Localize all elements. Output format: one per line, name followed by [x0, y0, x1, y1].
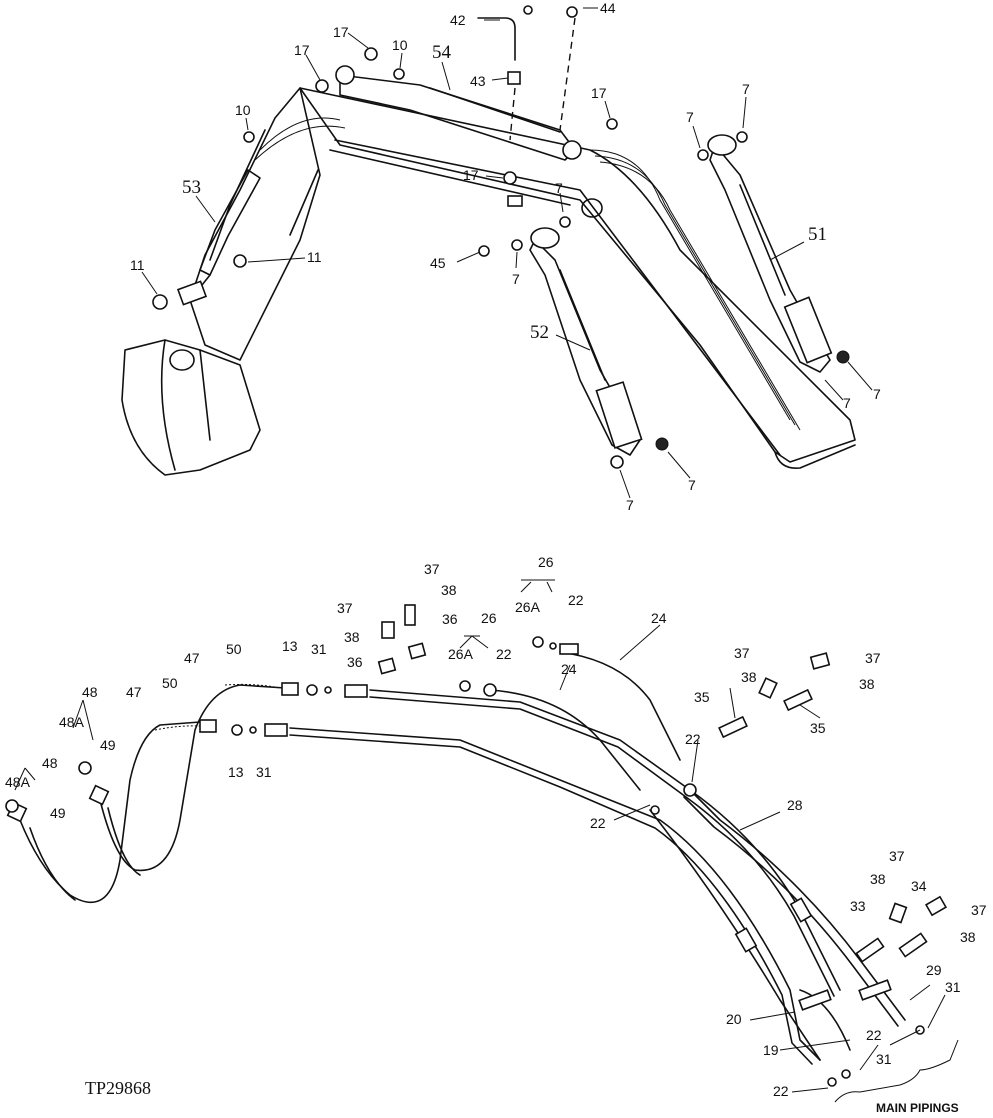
callout-l31b: 31 [256, 764, 272, 780]
callout-l50b: 50 [162, 675, 178, 691]
callout-u10b: 10 [235, 102, 251, 118]
callout-l50a: 50 [226, 641, 242, 657]
callout-l24b: 24 [561, 661, 577, 677]
callout-l48a: 48 [82, 684, 98, 700]
callout-l37e: 37 [889, 848, 905, 864]
callout-l35b: 35 [810, 720, 826, 736]
callout-l48Ab: 48A [5, 774, 31, 790]
bucket [121, 339, 261, 476]
callout-l47b: 47 [126, 684, 142, 700]
callout-l26a: 26 [538, 554, 554, 570]
left-hose-loops [5, 682, 299, 904]
callout-l36a: 36 [442, 611, 458, 627]
boom-cylinder-left [529, 227, 643, 456]
callout-u10a: 10 [392, 37, 408, 53]
callout-l48b: 48 [42, 755, 58, 771]
callout-u7a: 7 [742, 81, 750, 97]
callout-l31c: 31 [945, 979, 961, 995]
callout-l22e: 22 [866, 1027, 882, 1043]
callout-l38a: 38 [441, 582, 457, 598]
callout-l37f: 37 [971, 902, 987, 918]
callout-l13a: 13 [282, 638, 298, 654]
callout-l47a: 47 [184, 650, 200, 666]
callout-l28: 28 [787, 797, 803, 813]
callout-u7f: 7 [843, 395, 851, 411]
callout-labels: 17 10 54 17 42 44 43 17 7 7 10 53 17 7 51 11 11 45 7 52 7 7 7 7… [5, 0, 987, 1115]
callout-u44: 44 [600, 0, 616, 16]
callout-u17d: 17 [463, 167, 479, 183]
callout-l36b: 36 [347, 654, 363, 670]
callout-u17c: 17 [591, 85, 607, 101]
callout-l38f: 38 [960, 929, 976, 945]
callout-u42: 42 [450, 12, 466, 28]
callout-l37c: 37 [734, 645, 750, 661]
callout-u11b: 11 [307, 249, 322, 265]
callout-l26Ab: 26A [448, 646, 474, 662]
callout-u7e: 7 [873, 386, 881, 402]
callout-l37a: 37 [424, 561, 440, 577]
callout-u7c: 7 [555, 180, 563, 196]
callout-l49b: 49 [50, 805, 66, 821]
callout-u43: 43 [470, 73, 486, 89]
callout-u7b: 7 [686, 109, 694, 125]
callout-u11a: 11 [130, 257, 145, 273]
callout-l31d: 31 [876, 1051, 892, 1067]
callout-l48Aa: 48A [59, 714, 85, 730]
callout-u53: 53 [182, 177, 201, 198]
callout-l33: 33 [850, 898, 866, 914]
boom-assembly [299, 87, 856, 469]
arm-cylinder [335, 65, 582, 161]
callout-u52: 52 [530, 322, 549, 343]
callout-l31a: 31 [311, 641, 327, 657]
boom-hoses [254, 117, 801, 431]
callout-l22a: 22 [568, 592, 584, 608]
lower-fittings [231, 604, 948, 1087]
callout-u45: 45 [430, 255, 446, 271]
lower-leaders [14, 579, 959, 1103]
callout-l34: 34 [911, 878, 927, 894]
callout-u7d: 7 [512, 271, 520, 287]
callout-l26Aa: 26A [515, 599, 541, 615]
callout-l20: 20 [726, 1011, 742, 1027]
callout-l13b: 13 [228, 764, 244, 780]
callout-l35a: 35 [694, 689, 710, 705]
fitting-42-44 [477, 5, 578, 141]
callout-l26b: 26 [481, 610, 497, 626]
callout-l22b: 22 [496, 646, 512, 662]
figure-id: TP29868 [85, 1078, 151, 1098]
callout-u17b: 17 [294, 42, 310, 58]
callout-l49a: 49 [100, 737, 116, 753]
callout-u54: 54 [432, 42, 452, 63]
callout-u51: 51 [808, 224, 827, 245]
callout-l38d: 38 [859, 676, 875, 692]
callout-l22c: 22 [685, 731, 701, 747]
upper-small-parts [152, 47, 850, 469]
callout-l29: 29 [926, 962, 942, 978]
callout-l19: 19 [763, 1042, 779, 1058]
callout-l37b: 37 [337, 600, 353, 616]
callout-l24a: 24 [651, 610, 667, 626]
boom-cylinder-right [707, 134, 833, 373]
callout-l22f: 22 [773, 1083, 789, 1099]
callout-u7g: 7 [688, 477, 696, 493]
main-pipings-caption: MAIN PIPINGS [876, 1101, 959, 1115]
callout-u17a: 17 [333, 24, 349, 40]
callout-l22d: 22 [590, 815, 606, 831]
bucket-cylinder [176, 169, 261, 306]
callout-l38b: 38 [344, 629, 360, 645]
upper-leaders [141, 7, 873, 499]
callout-l37d: 37 [865, 650, 881, 666]
callout-l38c: 38 [741, 669, 757, 685]
arm-assembly [189, 87, 321, 361]
callout-u7h: 7 [626, 497, 634, 513]
callout-l38e: 38 [870, 871, 886, 887]
